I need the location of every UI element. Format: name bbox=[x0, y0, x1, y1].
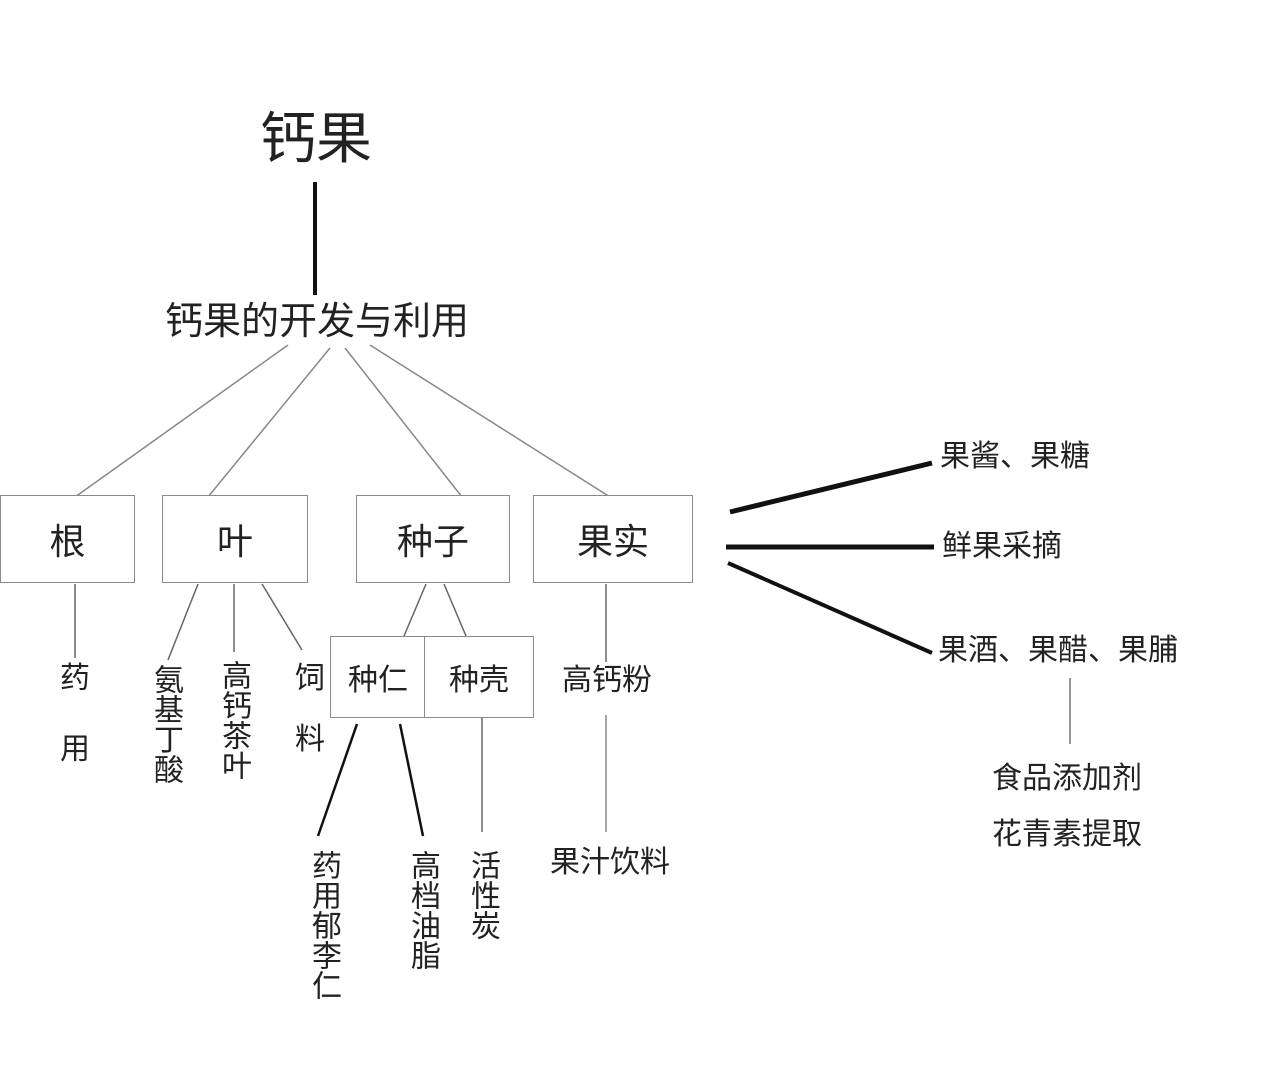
leaf-use-tea: 高钙茶叶 bbox=[216, 660, 251, 780]
connector-subtitle-leaf bbox=[207, 347, 331, 498]
connector-seed-kernel bbox=[403, 583, 427, 637]
connector-fruit-wine bbox=[727, 561, 933, 655]
node-shell: 种壳 bbox=[424, 636, 534, 718]
connector-fruit-jam bbox=[729, 460, 933, 515]
fruit-use-juice: 果汁饮料 bbox=[550, 845, 670, 880]
connector-leaf-amino bbox=[167, 583, 199, 661]
connector-seed-shell bbox=[443, 583, 467, 637]
root-use-1: 药 bbox=[60, 661, 90, 696]
diagram-subtitle: 钙果的开发与利用 bbox=[165, 299, 470, 343]
kernel-use-oil: 高档油脂 bbox=[405, 850, 440, 970]
fruit-use-additive: 食品添加剂 bbox=[992, 761, 1142, 796]
connector-leaf-feed bbox=[261, 583, 303, 651]
diagram-title: 钙果 bbox=[260, 107, 372, 172]
fruit-use-fresh: 鲜果采摘 bbox=[942, 529, 1062, 564]
fruit-use-anthocyanin: 花青素提取 bbox=[992, 817, 1142, 852]
node-shell-label: 种壳 bbox=[449, 663, 509, 698]
node-root-label: 根 bbox=[49, 522, 86, 563]
node-fruit: 果实 bbox=[533, 495, 693, 583]
fruit-use-powder: 高钙粉 bbox=[562, 663, 652, 698]
connector-subtitle-root bbox=[74, 344, 289, 498]
node-root: 根 bbox=[0, 495, 135, 583]
kernel-use-medicine: 药用郁李仁 bbox=[306, 850, 341, 1000]
node-fruit-label: 果实 bbox=[576, 522, 649, 563]
connector-subtitle-seed bbox=[344, 347, 463, 498]
leaf-use-amino: 氨基丁酸 bbox=[148, 664, 183, 784]
connector-kernel-medicine bbox=[316, 723, 359, 837]
leaf-use-feed-2: 料 bbox=[295, 722, 325, 757]
fruit-use-wine: 果酒、果醋、果脯 bbox=[938, 633, 1178, 668]
root-use-2: 用 bbox=[60, 732, 90, 767]
node-kernel-label: 种仁 bbox=[348, 663, 408, 698]
fruit-use-jam: 果酱、果糖 bbox=[940, 439, 1090, 474]
node-leaf-label: 叶 bbox=[216, 522, 253, 563]
shell-use-carbon: 活性炭 bbox=[465, 850, 500, 940]
leaf-use-feed-1: 饲 bbox=[295, 661, 325, 696]
node-seed: 种子 bbox=[356, 495, 510, 583]
connector-kernel-oil bbox=[398, 723, 425, 837]
node-leaf: 叶 bbox=[162, 495, 308, 583]
node-kernel: 种仁 bbox=[330, 636, 426, 718]
connector-subtitle-fruit bbox=[369, 344, 611, 498]
node-seed-label: 种子 bbox=[396, 522, 469, 563]
